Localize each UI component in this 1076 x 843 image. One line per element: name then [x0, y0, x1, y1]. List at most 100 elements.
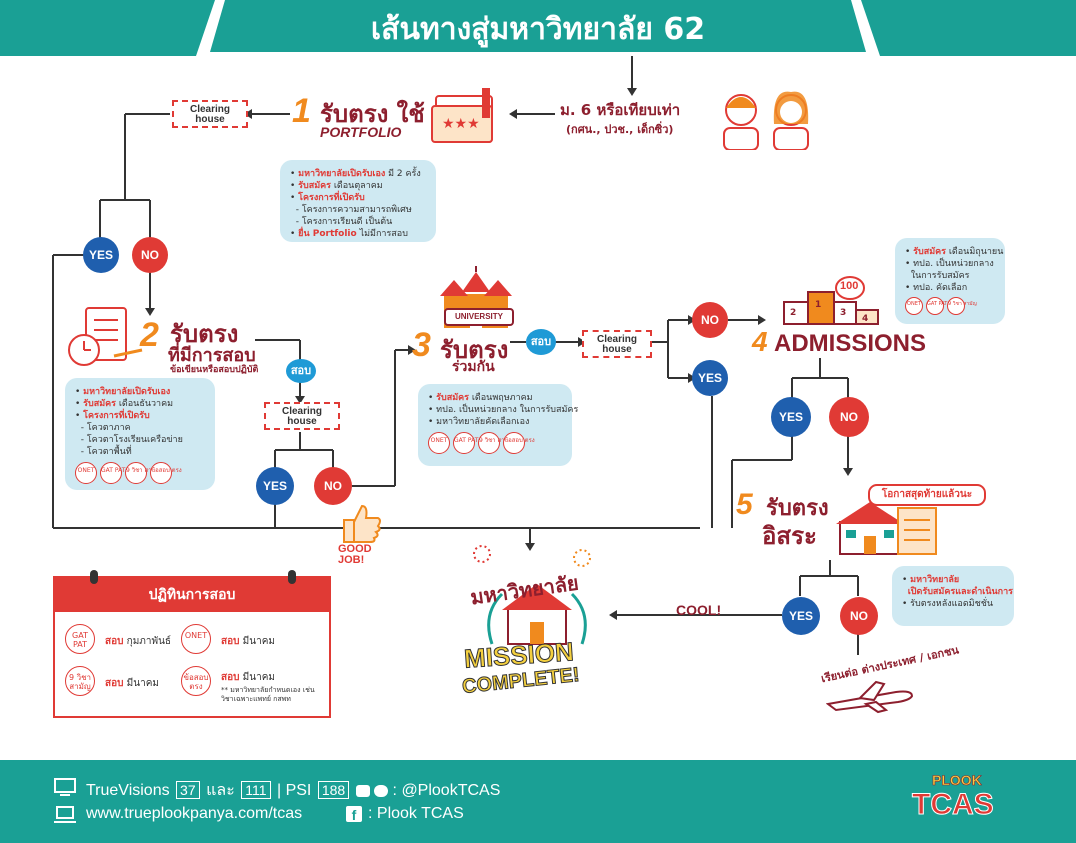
info-line: • รับสมัคร เดือนตุลาคม	[290, 181, 383, 191]
facebook-icon: f	[346, 806, 362, 823]
info-line: • รับสมัคร เดือนธันวาคม	[75, 399, 174, 409]
yes-node-1: YES	[83, 237, 119, 273]
yes-node-3: YES	[692, 360, 728, 396]
step5-number: 5	[736, 488, 753, 521]
airplane-icon	[826, 680, 914, 714]
chip-9-subjects: 9 วิชา สามัญ	[947, 297, 977, 315]
no-node-4: NO	[829, 397, 869, 437]
info-line: เปิดรับสมัครและดำเนินการ	[907, 587, 1013, 597]
and-label: และ	[206, 782, 235, 799]
step3-title-2: ร่วมกัน	[452, 359, 495, 375]
calendar-entry-1: สอบ กุมภาพันธ์	[105, 636, 172, 647]
calendar-chip-onet: ONET	[181, 624, 211, 654]
social-handle[interactable]: : @PlookTCAS	[392, 782, 501, 799]
calendar-entry-4: สอบ มีนาคม	[221, 672, 275, 683]
page-title: เส้นทางสู่มหาวิทยาลัย 62	[370, 12, 706, 47]
step1-title: รับตรง ใช้	[320, 100, 425, 128]
step5-title: รับตรง	[766, 496, 829, 521]
title-plate-shape	[196, 0, 880, 56]
calendar-entry-3: สอบ มีนาคม	[105, 678, 159, 689]
no-node-2: NO	[314, 467, 352, 505]
info-line: • รับตรงหลังแอดมิชชั่น	[902, 599, 993, 609]
step2-title-2: ที่มีการสอบ	[168, 345, 256, 366]
info-line: - โครงการความสามารถพิเศษ	[295, 205, 412, 215]
step1-subtitle: PORTFOLIO	[320, 124, 402, 140]
channel-111: 111	[241, 781, 271, 799]
website-link[interactable]: www.trueplookpanya.com/tcas	[86, 805, 303, 822]
exam-calendar: ปฏิทินการสอบ GAT PAT สอบ กุมภาพันธ์ ONET…	[53, 576, 331, 718]
step4-info-bubble: • รับสมัคร เดือนมิถุนายน • ทปอ. เป็นหน่ว…	[895, 238, 1005, 324]
info-line: • มหาวิทยาลัย	[902, 575, 960, 585]
podium-4: 4	[862, 314, 869, 324]
footer	[0, 760, 1076, 843]
info-line: • ทปอ. เป็นหน่วยกลาง ในการรับสมัคร	[428, 405, 579, 415]
chip-onet: ONET	[905, 297, 923, 315]
university-banner: UNIVERSITY	[444, 308, 514, 326]
step4-number: 4	[752, 326, 768, 357]
exam-clock-icon	[68, 307, 143, 366]
podium-1: 1	[815, 300, 822, 310]
calendar-chip-direct-exam: ข้อสอบ ตรง	[181, 666, 211, 696]
clearing-house-3: Clearing house	[582, 330, 652, 358]
chip-gat-pat: GAT PAT	[453, 432, 478, 454]
calendar-chip-gat-pat: GAT PAT	[65, 624, 95, 654]
facebook-page-link[interactable]: : Plook TCAS	[368, 805, 464, 822]
info-line: - โควตาพื้นที่	[80, 447, 132, 457]
mission-badge-art	[473, 545, 591, 645]
step3-info-bubble: • รับสมัคร เดือนพฤษภาคม • ทปอ. เป็นหน่วย…	[418, 384, 579, 466]
sob-node-3: สอบ	[526, 329, 556, 355]
podium-3: 3	[840, 308, 847, 318]
step1-number: 1	[292, 92, 311, 130]
info-line: - โครงการเรียนดี เป็นต้น	[295, 217, 393, 227]
good-job-label: GOOD JOB!	[338, 543, 372, 566]
flow-connectors	[52, 56, 859, 655]
cool-label: COOL!	[676, 602, 722, 618]
clearing-house-2: Clearing house	[264, 402, 340, 430]
no-node-3: NO	[692, 302, 728, 338]
psi-label: | PSI	[276, 782, 312, 799]
calendar-ring-right	[288, 570, 296, 584]
truevisions-label: TrueVisions	[86, 782, 170, 799]
info-line: • รับสมัคร เดือนมิถุนายน	[905, 247, 1004, 257]
thumbs-up-icon	[343, 504, 381, 543]
info-line: • ทปอ. เป็นหน่วยกลาง	[905, 259, 994, 269]
step2-number: 2	[140, 316, 159, 354]
info-line: • ทปอ. คัดเลือก	[905, 283, 968, 293]
calendar-chip-9-subjects: 9 วิชา สามัญ	[65, 666, 95, 696]
school-document-icon	[836, 502, 937, 555]
info-line: ในการรับสมัคร	[910, 271, 970, 281]
info-line: • มหาวิทยาลัยเปิดรับเอง	[75, 387, 171, 397]
step5-title-2: อิสระ	[762, 522, 817, 550]
step3-title: รับตรง	[440, 336, 509, 364]
score-paper: 100	[840, 280, 859, 292]
step2-info-bubble: • มหาวิทยาลัยเปิดรับเอง • รับสมัคร เดือน…	[65, 378, 215, 490]
calendar-entry-2: สอบ มีนาคม	[221, 636, 275, 647]
tv-icon	[54, 778, 76, 796]
info-line: • โครงการที่เปิดรับ	[290, 193, 365, 203]
info-line: • มหาวิทยาลัยคัดเลือกเอง	[428, 417, 530, 427]
start-label: ม. 6 หรือเทียบเท่า	[560, 101, 681, 119]
yes-node-4: YES	[771, 397, 811, 437]
step4-title: ADMISSIONS	[774, 330, 927, 357]
students-icon	[723, 91, 809, 150]
calendar-note: ** มหาวิทยาลัยกำหนดเอง เช่น วิชาเฉพาะแพท…	[221, 686, 315, 703]
start-sublabel: (กศน., ปวช., เด็กซิ่ว)	[566, 123, 674, 136]
chip-gat-pat: GAT PAT	[926, 297, 947, 315]
info-line: - โควตาโรงเรียนเครือข่าย	[80, 435, 183, 445]
clearing-house-1: Clearing house	[172, 100, 248, 128]
chip-onet: ONET	[75, 462, 97, 484]
chip-direct-exam: ข้อสอบ ตรง	[503, 432, 535, 454]
sob-node-2: สอบ	[286, 359, 316, 383]
chip-9-subjects: 9 วิชา สามัญ	[478, 432, 514, 454]
podium-2: 2	[790, 308, 797, 318]
info-line: • ยื่น Portfolio ไม่มีการสอบ	[290, 229, 408, 239]
step5-info-bubble: • มหาวิทยาลัย เปิดรับสมัครและดำเนินการ •…	[892, 566, 1014, 626]
podium-icon	[783, 276, 879, 325]
portfolio-icon: ★★★	[431, 88, 493, 143]
svg-text:★★★: ★★★	[442, 116, 480, 132]
info-line: • รับสมัคร เดือนพฤษภาคม	[428, 393, 533, 403]
yes-node-2: YES	[256, 467, 294, 505]
calendar-title: ปฏิทินการสอบ	[55, 578, 329, 612]
